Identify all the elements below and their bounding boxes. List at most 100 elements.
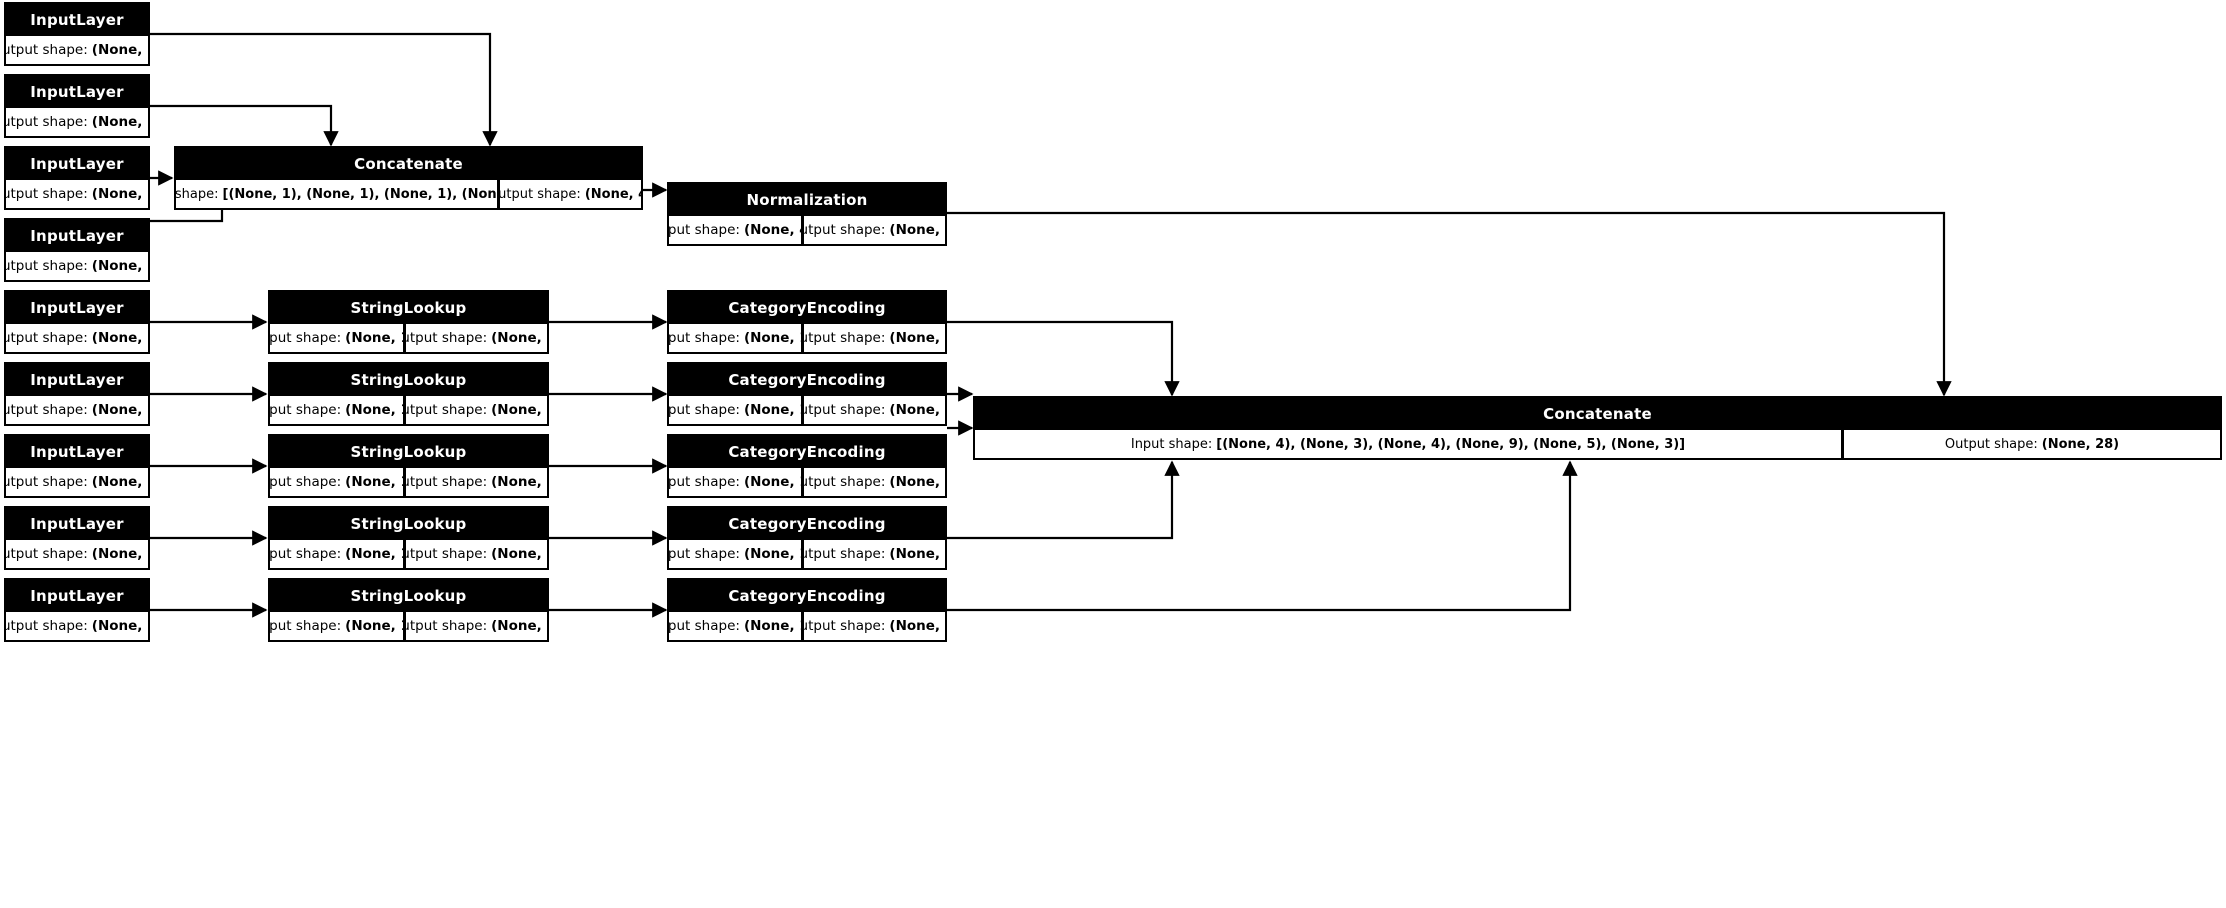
output-shape-value: (None, 4) [584,186,641,202]
input-shape-label: Input shape: [1130,436,1213,452]
edge-input1-concat [150,32,498,147]
output-shape-label: Output shape: [6,42,88,58]
node-string-lookup-3[interactable]: StringLookup Input shape: (None, 1) Outp… [268,434,549,498]
node-string-lookup-1[interactable]: StringLookup Input shape: (None, 1) Outp… [268,290,549,354]
output-shape-label: Output shape: [6,330,88,346]
output-shape-cell: Output shape: (None, 4) [500,180,641,208]
node-title: InputLayer [6,220,148,252]
input-shape-value: (None, 1) [345,330,403,346]
output-shape-label: Output shape: [6,114,88,130]
node-input-layer-4[interactable]: InputLayer Output shape: (None, 1) [4,218,150,282]
output-shape-label: Output shape: [804,330,886,346]
node-input-layer-1[interactable]: InputLayer Output shape: (None, 1) [4,2,150,66]
output-shape-label: Output shape: [6,258,88,274]
node-category-encoding-4[interactable]: CategoryEncoding Input shape: (None, 1) … [667,506,947,570]
output-shape-label: Output shape: [804,618,886,634]
input-shape-cell: Input shape: (None, 1) [270,396,403,424]
output-shape-cell: Output shape: (None, 1) [6,324,148,352]
input-shape-label: Input shape: [669,222,740,238]
input-shape-label: Input shape: [270,618,342,634]
output-shape-cell: Output shape: (None, 1) [6,180,148,208]
node-input-layer-7[interactable]: InputLayer Output shape: (None, 1) [4,434,150,498]
output-shape-value: (None, 4) [889,222,945,238]
output-shape-cell: Output shape: (None, 1) [6,252,148,280]
input-shape-cell: Input shape: (None, 1) [270,540,403,568]
output-shape-cell: Output shape: (None, 1) [6,612,148,640]
node-category-encoding-1[interactable]: CategoryEncoding Input shape: (None, 1) … [667,290,947,354]
input-shape-value: [(None, 1), (None, 1), (None, 1), (None,… [222,186,497,202]
input-shape-cell: Input shape: (None, 1) [669,468,802,496]
output-shape-label: Output shape: [406,618,488,634]
node-input-layer-3[interactable]: InputLayer Output shape: (None, 1) [4,146,150,210]
output-shape-cell: Output shape: (None, 1) [6,108,148,136]
node-title: InputLayer [6,364,148,396]
input-shape-value: (None, 1) [743,474,801,490]
input-shape-cell: Input shape: (None, 1) [669,324,802,352]
output-shape-value: (None, 1) [91,258,148,274]
output-shape-value: (None, 1) [91,618,148,634]
node-title: StringLookup [270,508,547,540]
node-title: CategoryEncoding [669,364,945,396]
input-shape-value: (None, 1) [345,546,403,562]
node-title: StringLookup [270,436,547,468]
input-shape-label: Input shape: [669,618,740,634]
edge-normalization-concatall [947,211,1952,397]
edge-encode5-concatall [947,460,1578,612]
node-title: InputLayer [6,508,148,540]
node-concatenate-numeric[interactable]: Concatenate Input shape: [(None, 1), (No… [174,146,643,210]
output-shape-cell: Output shape: (None, 1) [6,36,148,64]
node-string-lookup-5[interactable]: StringLookup Input shape: (None, 1) Outp… [268,578,549,642]
node-input-layer-8[interactable]: InputLayer Output shape: (None, 1) [4,506,150,570]
node-title: StringLookup [270,580,547,612]
output-shape-cell: Output shape: (None, 3) [804,612,945,640]
edge-encode4-concatall [947,460,1180,540]
output-shape-label: Output shape: [6,546,88,562]
input-shape-cell: Input shape: (None, 1) [669,540,802,568]
node-title: StringLookup [270,364,547,396]
input-shape-value: (None, 1) [743,402,801,418]
node-concatenate-all[interactable]: Concatenate Input shape: [(None, 4), (No… [973,396,2222,460]
node-input-layer-6[interactable]: InputLayer Output shape: (None, 1) [4,362,150,426]
output-shape-label: Output shape: [804,474,886,490]
output-shape-value: (None, 1) [91,330,148,346]
output-shape-cell: Output shape: (None, 1) [405,468,547,496]
input-shape-cell: Input shape: (None, 1) [669,396,802,424]
input-shape-cell: Input shape: (None, 1) [669,612,802,640]
input-shape-label: Input shape: [669,546,740,562]
output-shape-value: (None, 1) [91,42,148,58]
output-shape-value: (None, 1) [91,402,148,418]
node-string-lookup-4[interactable]: StringLookup Input shape: (None, 1) Outp… [268,506,549,570]
node-string-lookup-2[interactable]: StringLookup Input shape: (None, 1) Outp… [268,362,549,426]
output-shape-label: Output shape: [406,474,488,490]
output-shape-cell: Output shape: (None, 3) [804,324,945,352]
input-shape-label: Input shape: [270,546,342,562]
node-title: Concatenate [975,398,2220,430]
node-input-layer-5[interactable]: InputLayer Output shape: (None, 1) [4,290,150,354]
node-title: Normalization [669,184,945,216]
node-normalization[interactable]: Normalization Input shape: (None, 4) Out… [667,182,947,246]
input-shape-label: Input shape: [669,330,740,346]
output-shape-label: Output shape: [406,402,488,418]
node-category-encoding-3[interactable]: CategoryEncoding Input shape: (None, 1) … [667,434,947,498]
output-shape-cell: Output shape: (None, 1) [405,540,547,568]
node-category-encoding-5[interactable]: CategoryEncoding Input shape: (None, 1) … [667,578,947,642]
node-title: CategoryEncoding [669,436,945,468]
edge-input2-concat [150,104,339,147]
node-input-layer-9[interactable]: InputLayer Output shape: (None, 1) [4,578,150,642]
output-shape-label: Output shape: [6,474,88,490]
node-title: InputLayer [6,436,148,468]
output-shape-value: (None, 1) [491,546,547,562]
output-shape-cell: Output shape: (None, 5) [804,540,945,568]
node-title: InputLayer [6,148,148,180]
output-shape-cell: Output shape: (None, 1) [6,540,148,568]
input-shape-cell: Input shape: [(None, 1), (None, 1), (Non… [176,180,497,208]
output-shape-value: (None, 4) [889,402,945,418]
output-shape-value: (None, 3) [889,618,945,634]
node-input-layer-2[interactable]: InputLayer Output shape: (None, 1) [4,74,150,138]
input-shape-label: Input shape: [270,402,342,418]
output-shape-cell: Output shape: (None, 1) [6,396,148,424]
input-shape-cell: Input shape: [(None, 4), (None, 3), (Non… [975,430,1841,458]
input-shape-cell: Input shape: (None, 1) [270,468,403,496]
node-category-encoding-2[interactable]: CategoryEncoding Input shape: (None, 1) … [667,362,947,426]
